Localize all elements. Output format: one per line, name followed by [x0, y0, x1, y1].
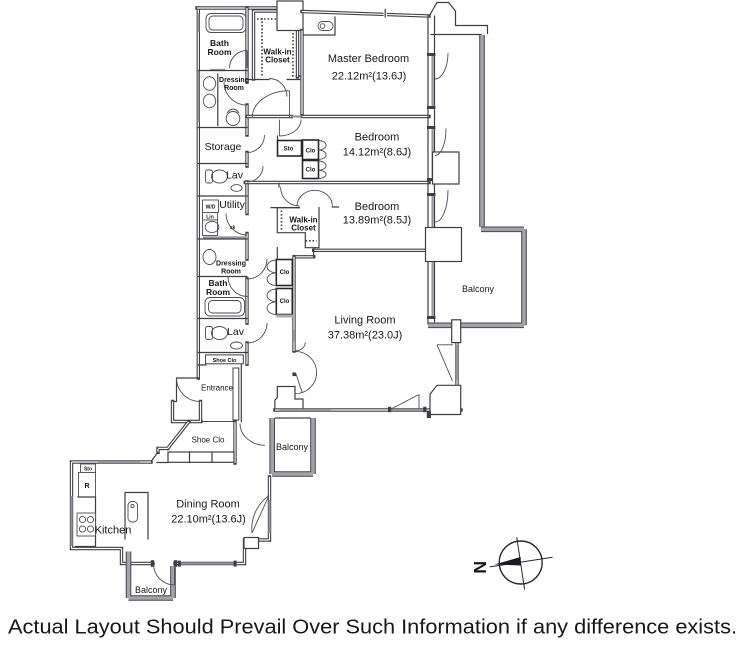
svg-text:Lin: Lin — [206, 215, 214, 221]
svg-text:Room: Room — [224, 85, 244, 92]
svg-text:Balcony: Balcony — [276, 442, 309, 452]
svg-text:Kitchen: Kitchen — [95, 525, 132, 537]
svg-text:Shoe Clo: Shoe Clo — [213, 358, 237, 364]
svg-text:Clo: Clo — [306, 149, 316, 155]
svg-text:Bath: Bath — [209, 278, 228, 288]
svg-text:R: R — [84, 483, 89, 490]
svg-text:14.12m²(8.6J): 14.12m²(8.6J) — [343, 147, 411, 159]
svg-text:Shoe Clo: Shoe Clo — [192, 436, 225, 445]
svg-text:Sto: Sto — [284, 147, 294, 153]
svg-text:Closet: Closet — [265, 56, 290, 65]
svg-text:Room: Room — [207, 47, 232, 57]
svg-text:Dressing: Dressing — [219, 77, 249, 84]
svg-text:Living Room: Living Room — [334, 315, 395, 327]
svg-text:W/D: W/D — [206, 205, 216, 211]
svg-text:Clo: Clo — [306, 168, 316, 174]
svg-text:N: N — [470, 561, 490, 574]
svg-text:Bedroom: Bedroom — [355, 132, 400, 144]
svg-text:sk: sk — [230, 225, 236, 231]
svg-text:Lav: Lav — [226, 170, 244, 182]
svg-text:13.89m²(8.5J): 13.89m²(8.5J) — [343, 215, 411, 227]
svg-text:Walk-in: Walk-in — [289, 216, 317, 225]
svg-text:Utility: Utility — [219, 199, 245, 211]
svg-text:22.12m²(13.6J): 22.12m²(13.6J) — [332, 71, 407, 83]
svg-text:Bedroom: Bedroom — [355, 201, 400, 213]
svg-text:Balcony: Balcony — [462, 284, 495, 294]
svg-text:Room: Room — [206, 287, 231, 297]
svg-text:Entrance: Entrance — [201, 384, 234, 393]
svg-text:Dressing: Dressing — [216, 261, 246, 268]
svg-text:Master Bedroom: Master Bedroom — [328, 53, 409, 65]
svg-text:37.38m²(23.0J): 37.38m²(23.0J) — [328, 330, 403, 342]
svg-text:Closet: Closet — [291, 224, 316, 233]
svg-text:Bath: Bath — [210, 38, 229, 48]
svg-text:Actual Layout Should Prevail O: Actual Layout Should Prevail Over Such I… — [8, 617, 737, 639]
svg-text:Clo: Clo — [280, 270, 290, 276]
svg-text:22.10m²(13.6J): 22.10m²(13.6J) — [171, 514, 246, 526]
svg-text:Room: Room — [221, 269, 241, 276]
svg-text:Lav: Lav — [227, 326, 245, 338]
svg-text:Storage: Storage — [205, 141, 242, 153]
svg-text:Walk-in: Walk-in — [263, 48, 291, 57]
svg-text:Balcony: Balcony — [135, 585, 168, 595]
svg-text:Sto: Sto — [84, 467, 92, 473]
svg-text:Clo: Clo — [280, 299, 290, 305]
svg-text:Dining Room: Dining Room — [176, 499, 240, 511]
